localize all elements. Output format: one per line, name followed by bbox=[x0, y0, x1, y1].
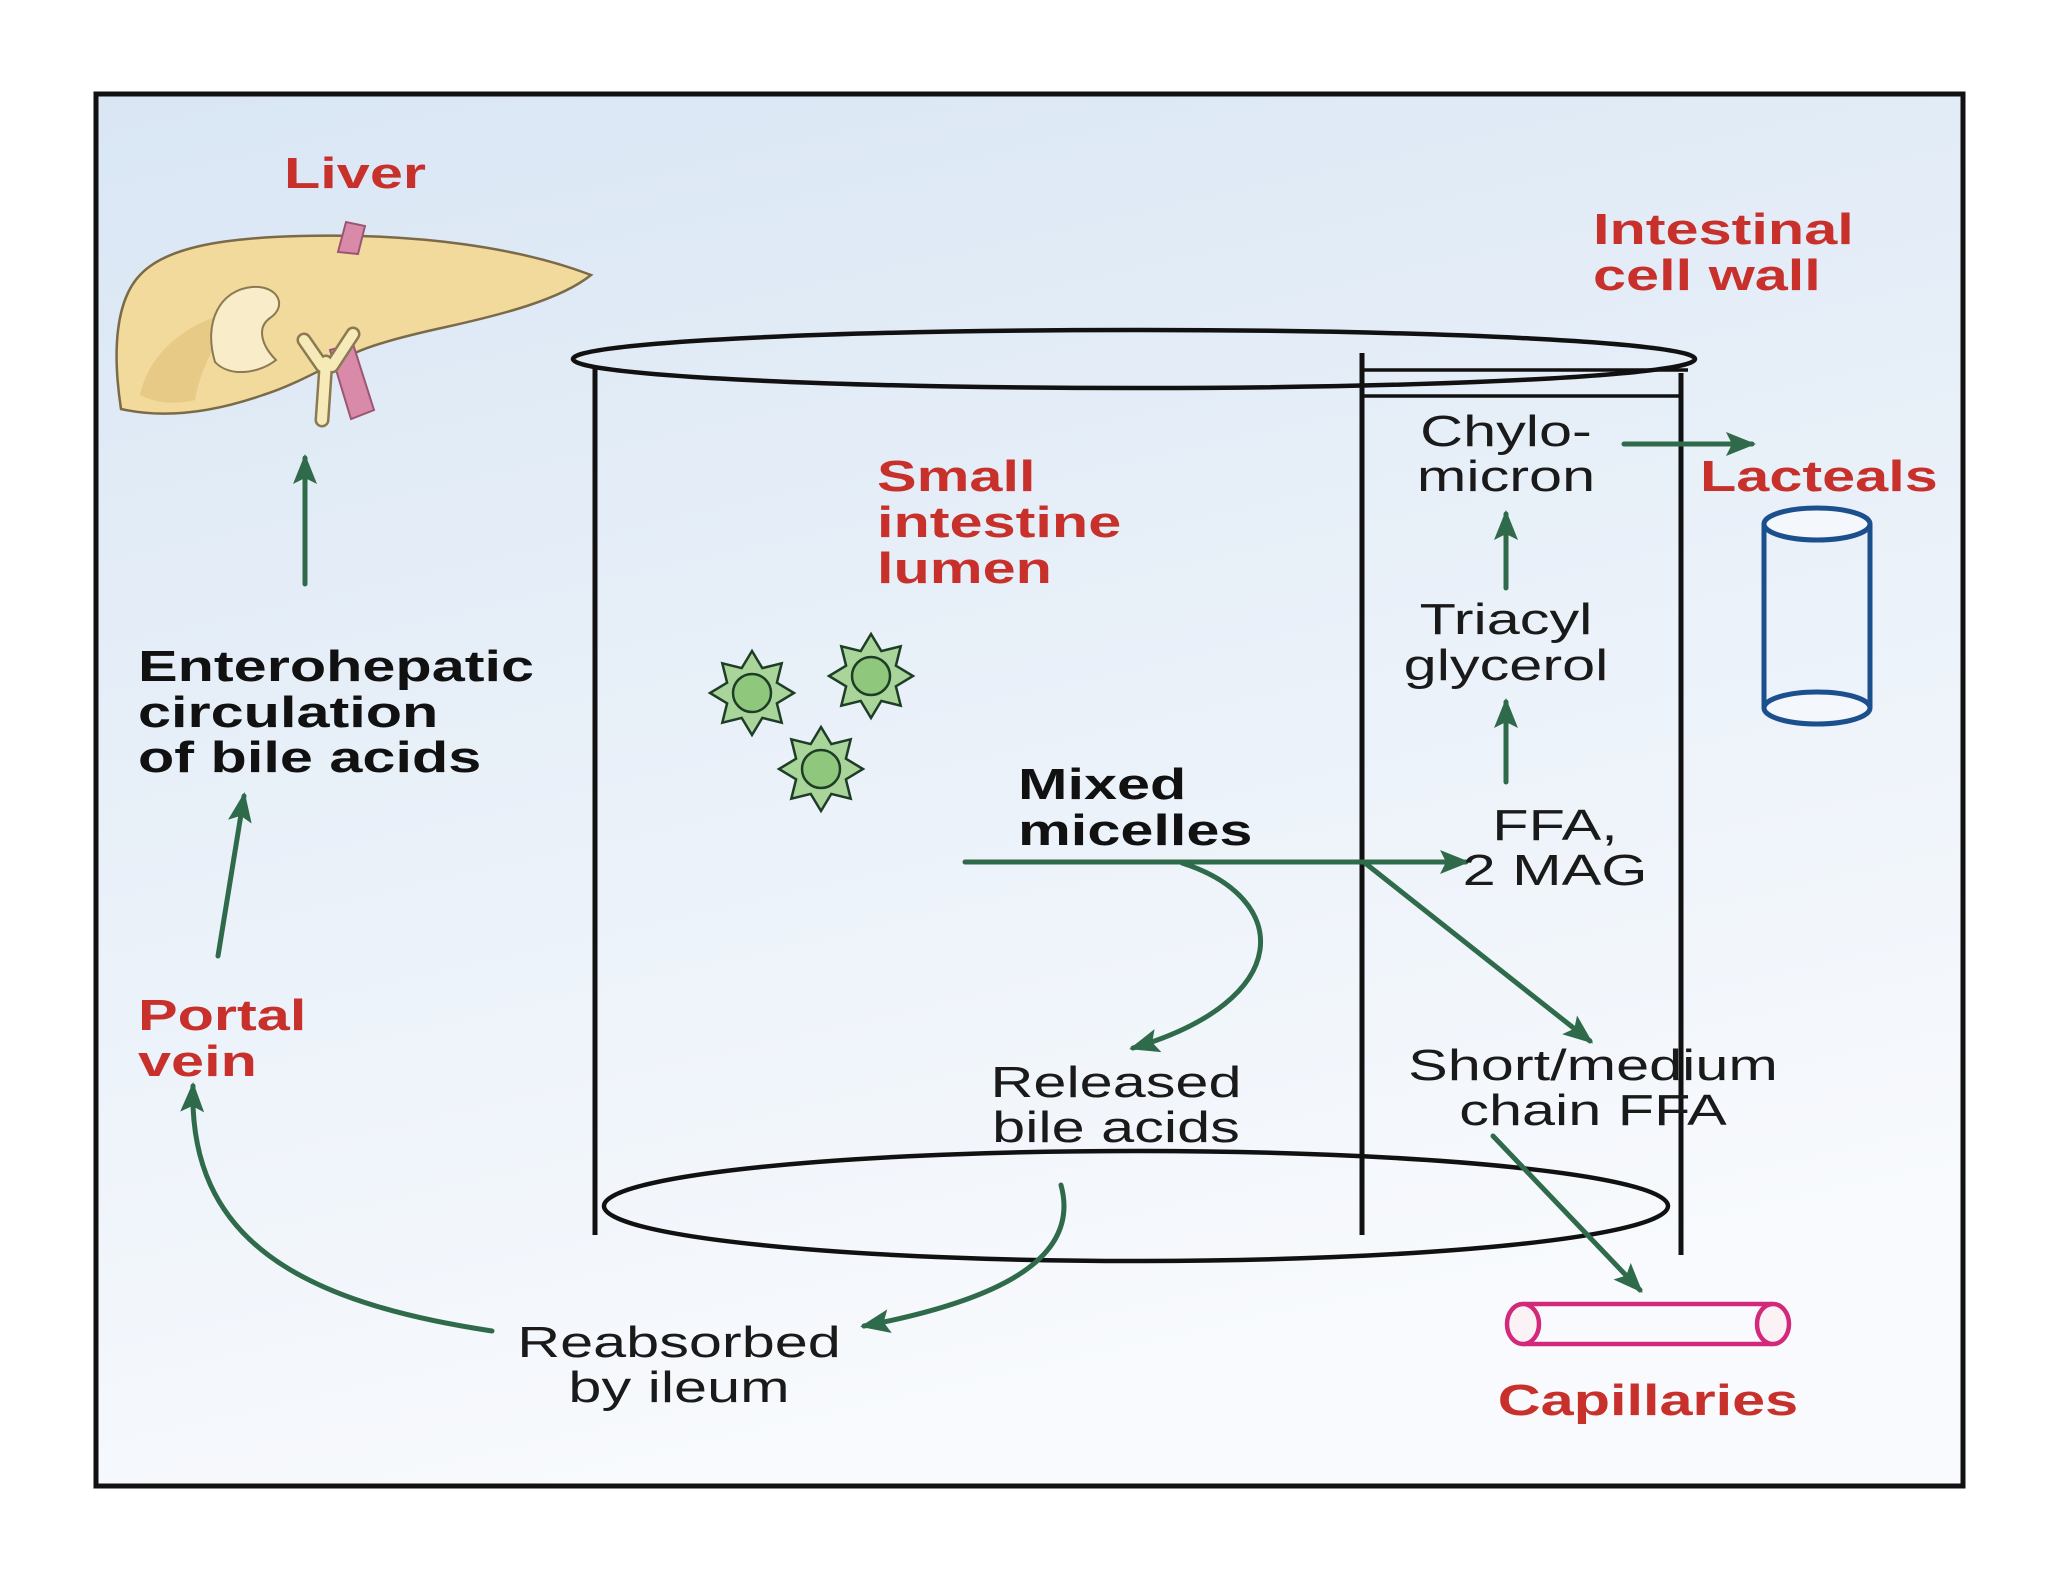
capillaries-label: Capillaries bbox=[1498, 1376, 1798, 1425]
liver-illustration bbox=[115, 220, 594, 428]
arrow-micelles-to-short-chain-ffa bbox=[1362, 860, 1594, 1044]
gallbladder bbox=[210, 285, 281, 374]
hepatic-vessel-top bbox=[336, 220, 367, 256]
small-intestine-cylinder bbox=[570, 327, 1698, 1264]
triacylglycerol-label-line1: Triacyl bbox=[1420, 595, 1593, 644]
small-intestine-lumen-label-line2: intestine bbox=[877, 498, 1121, 547]
ffa-2mag-label-line2: 2 MAG bbox=[1463, 846, 1648, 895]
reabsorbed-by-ileum-label-line1: Reabsorbed bbox=[517, 1318, 841, 1367]
micelle-icon bbox=[707, 648, 797, 738]
small-intestine-lumen-label-line3: lumen bbox=[877, 544, 1052, 593]
enterohepatic-label-line3: of bile acids bbox=[138, 733, 481, 782]
arrow-micelles-to-released-bile-acids bbox=[1129, 860, 1264, 1053]
micelle-icon bbox=[826, 631, 916, 721]
released-bile-acids-label-line1: Released bbox=[991, 1058, 1242, 1107]
released-bile-acids-label-line2: bile acids bbox=[992, 1103, 1240, 1152]
short-medium-ffa-label-line2: chain FFA bbox=[1459, 1086, 1727, 1135]
triacylglycerol-label-line2: glycerol bbox=[1404, 641, 1609, 690]
enterohepatic-label-line1: Enterohepatic bbox=[138, 642, 534, 691]
arrow-portal-vein-to-enterohepatic bbox=[215, 792, 252, 959]
pathway-arrows bbox=[180, 432, 1756, 1334]
micelle-core bbox=[731, 672, 773, 714]
lacteal-top-rim bbox=[1761, 505, 1873, 543]
small-intestine-lumen-label-line1: Small bbox=[877, 452, 1035, 501]
labels: Liver Intestinal cell wall Small intesti… bbox=[138, 149, 1938, 1425]
lacteals-label: Lacteals bbox=[1700, 452, 1938, 501]
lacteal-vessel bbox=[1761, 505, 1873, 727]
bile-duct bbox=[299, 329, 358, 425]
arrow-released-bile-acids-to-ileum bbox=[860, 1182, 1067, 1333]
mixed-micelles-label-line2: micelles bbox=[1018, 806, 1252, 855]
micelle-core bbox=[800, 748, 842, 790]
reabsorbed-by-ileum-label-line2: by ileum bbox=[568, 1363, 789, 1412]
arrow-ileum-to-portal-vein bbox=[180, 1082, 495, 1334]
intestinal-cell-wall-label-line2: cell wall bbox=[1593, 251, 1821, 300]
lacteal-bottom-rim bbox=[1761, 689, 1873, 727]
short-medium-ffa-label-line1: Short/medium bbox=[1408, 1041, 1778, 1090]
capillary-right-rim bbox=[1754, 1301, 1792, 1347]
capillary-left-rim bbox=[1504, 1301, 1542, 1347]
intestinal-cell-wall-label-line1: Intestinal bbox=[1593, 205, 1854, 254]
mixed-micelles-label-line1: Mixed bbox=[1018, 760, 1186, 809]
chylomicron-label-line1: Chylo- bbox=[1420, 407, 1592, 456]
micelle-core bbox=[850, 655, 892, 697]
portal-vein-label-line1: Portal bbox=[138, 991, 306, 1040]
lumen-top-rim bbox=[570, 327, 1698, 391]
lumen-bottom-rim bbox=[601, 1148, 1671, 1264]
portal-vein-label-line2: vein bbox=[138, 1037, 257, 1086]
enterohepatic-label-line2: circulation bbox=[138, 688, 438, 737]
arrow-short-chain-ffa-to-capillaries bbox=[1490, 1133, 1643, 1293]
chylomicron-label-line2: micron bbox=[1417, 452, 1595, 501]
ffa-2mag-label-line1: FFA, bbox=[1492, 801, 1617, 850]
micelle-icon bbox=[776, 724, 866, 814]
capillary-vessel bbox=[1504, 1301, 1792, 1347]
liver-label: Liver bbox=[284, 149, 426, 198]
